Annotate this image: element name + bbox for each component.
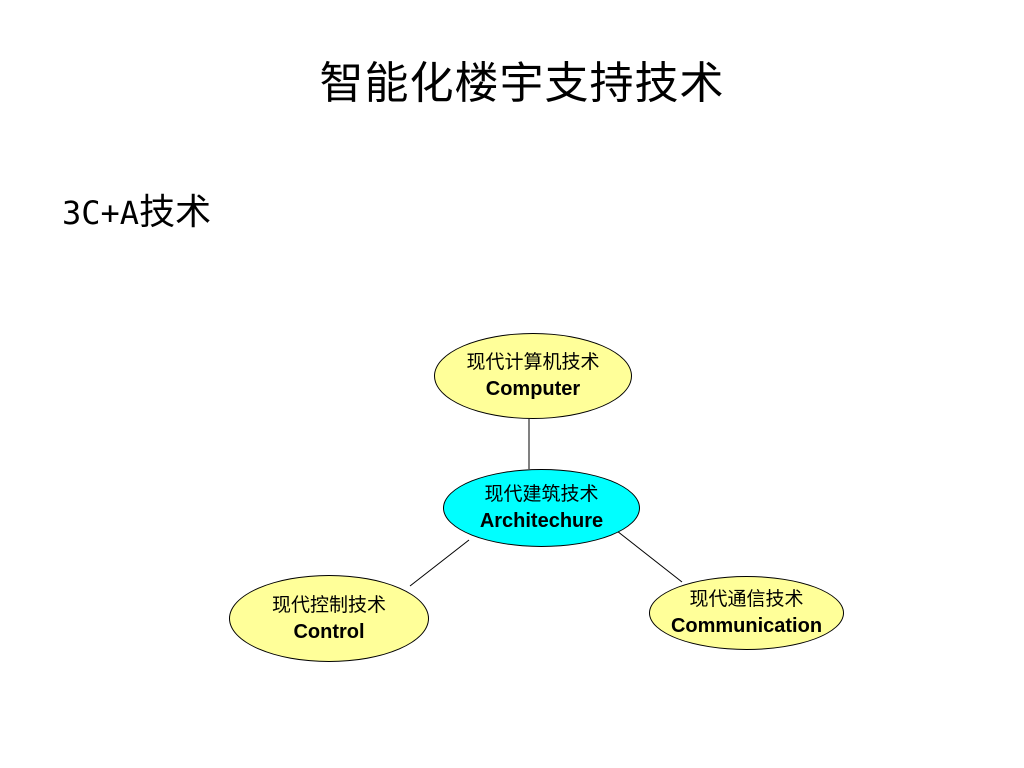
- node-communication-label-cn: 现代通信技术: [689, 588, 804, 610]
- node-control: 现代控制技术 Control: [229, 575, 429, 662]
- subtitle: 3C+A技术: [62, 188, 211, 238]
- node-communication: 现代通信技术 Communication: [649, 576, 844, 650]
- node-computer: 现代计算机技术 Computer: [434, 333, 632, 419]
- node-architecture: 现代建筑技术 Architechure: [443, 469, 640, 547]
- connector-architecture-communication: [616, 530, 683, 583]
- node-architecture-label-en: Architechure: [479, 510, 604, 532]
- connector-architecture-control: [409, 539, 470, 587]
- subtitle-prefix: 3C+A: [62, 194, 140, 232]
- subtitle-suffix: 技术: [139, 192, 212, 233]
- node-computer-label-cn: 现代计算机技术: [466, 351, 600, 373]
- node-computer-label-en: Computer: [485, 378, 581, 400]
- node-communication-label-en: Communication: [670, 615, 823, 637]
- slide-title: 智能化楼宇支持技术: [319, 58, 725, 109]
- node-control-label-en: Control: [293, 620, 365, 643]
- node-control-label-cn: 现代控制技术: [271, 593, 386, 616]
- node-architecture-label-cn: 现代建筑技术: [484, 483, 599, 505]
